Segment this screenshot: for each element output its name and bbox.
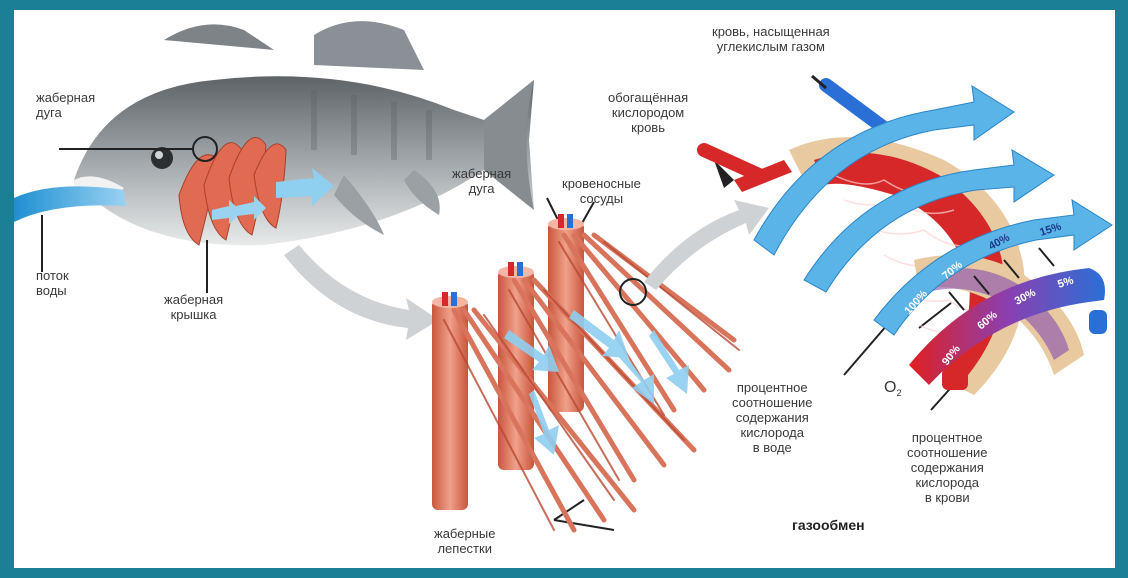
fish-dorsal-fin-back — [314, 21, 424, 70]
label-blood-oxygen-pct: процентное соотношение содержания кислор… — [907, 430, 988, 505]
label-blood-vessels: кровеносные сосуды — [562, 176, 641, 206]
o2-symbol: O — [884, 379, 896, 396]
blood-inlet — [1089, 310, 1107, 334]
label-gill-cover: жаберная крышка — [164, 292, 223, 322]
water-flow-stream — [14, 186, 126, 222]
label-gas-exchange: газообмен — [792, 518, 865, 533]
label-gill-arch-detail: жаберная дуга — [452, 166, 511, 196]
co2-blood-vessel — [826, 85, 884, 128]
label-gill-filaments: жаберные лепестки — [434, 526, 495, 556]
gill-filaments-illustration — [432, 214, 739, 530]
label-o2: O2 — [884, 380, 901, 401]
fish-illustration — [74, 21, 534, 245]
fish-eye — [151, 147, 173, 169]
gas-exchange-illustration: 100% 70% 40% 15% 90% 60% 30% 5% — [704, 76, 1112, 395]
diagram-panel: 100% 70% 40% 15% 90% 60% 30% 5% жаберная… — [14, 10, 1115, 568]
label-water-flow: поток воды — [36, 268, 69, 298]
fish-body — [74, 76, 534, 245]
label-water-oxygen-pct: процентное соотношение содержания кислор… — [732, 380, 813, 455]
o2-subscript: 2 — [896, 388, 901, 398]
fish-dorsal-fin-front — [164, 24, 274, 50]
label-gill-arch-fish: жаберная дуга — [36, 90, 95, 120]
label-co2-blood: кровь, насыщенная углекислым газом — [712, 24, 830, 54]
zoom-arrow-1 — [284, 245, 439, 340]
zoom-arrow-2 — [644, 200, 769, 290]
label-oxygen-blood: обогащённая кислородом кровь — [608, 90, 688, 135]
blood-outlet — [942, 368, 968, 390]
